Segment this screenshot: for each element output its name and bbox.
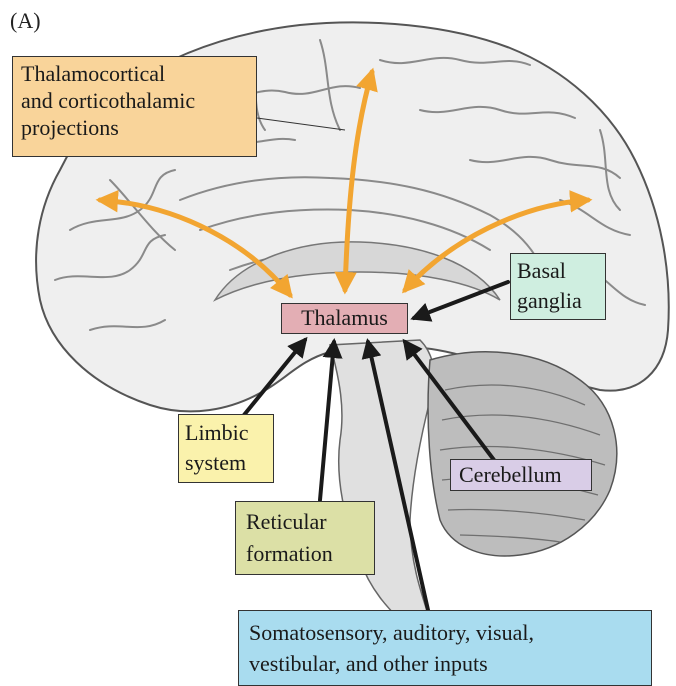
reticular-formation-label: Reticular formation: [235, 501, 375, 575]
label-line: projections: [21, 114, 248, 141]
label-line: Reticular: [246, 506, 364, 538]
thalamocortical-projections-label: Thalamocortical and corticothalamic proj…: [12, 56, 257, 157]
limbic-system-label: Limbic system: [178, 414, 274, 483]
cerebellum-label: Cerebellum: [450, 459, 592, 491]
label-line: and corticothalamic: [21, 87, 248, 114]
label-line: formation: [246, 538, 364, 570]
label-line: Thalamocortical: [21, 60, 248, 87]
label-line: ganglia: [517, 286, 599, 316]
thalamus-label: Thalamus: [281, 303, 408, 334]
brainstem: [330, 340, 434, 620]
label-line: Limbic: [185, 418, 267, 448]
sensory-inputs-label: Somatosensory, auditory, visual, vestibu…: [238, 610, 652, 686]
basal-ganglia-label: Basal ganglia: [510, 253, 606, 320]
label-line: Somatosensory, auditory, visual,: [249, 617, 641, 648]
label-line: system: [185, 448, 267, 478]
panel-label: (A): [10, 8, 41, 34]
label-line: vestibular, and other inputs: [249, 648, 641, 679]
label-line: Basal: [517, 256, 599, 286]
